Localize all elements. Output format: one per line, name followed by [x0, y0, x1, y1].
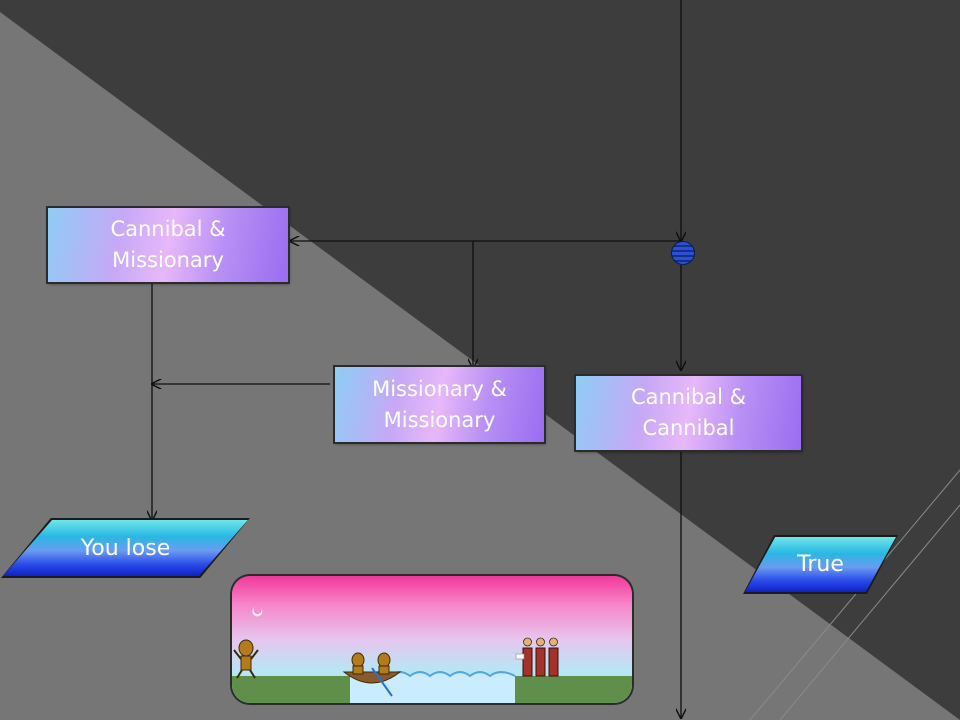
decision-connector-icon[interactable]	[671, 241, 695, 265]
missionary-figures-icon	[515, 637, 559, 677]
cannibal-figure-icon	[233, 639, 259, 679]
node-missionary-missionary-line1: Missionary &	[372, 376, 507, 401]
node-cannibal-missionary[interactable]: Cannibal & Missionary	[48, 208, 288, 282]
river-crossing-scene-icon	[232, 576, 632, 703]
node-missionary-missionary-line2: Missionary	[383, 407, 496, 432]
node-cannibal-missionary-line2: Missionary	[112, 248, 224, 272]
node-cannibal-cannibal[interactable]: Cannibal & Cannibal	[576, 376, 801, 450]
boat-icon	[342, 652, 402, 697]
node-true[interactable]: True	[743, 535, 898, 594]
node-cannibal-missionary-line1: Cannibal &	[110, 217, 226, 241]
node-true-label: True	[797, 552, 844, 577]
node-cannibal-cannibal-line2: Cannibal	[642, 416, 735, 440]
node-you-lose[interactable]: You lose	[1, 518, 250, 578]
node-you-lose-label: You lose	[80, 535, 171, 561]
node-missionary-missionary[interactable]: Missionary & Missionary	[335, 367, 544, 442]
node-cannibal-cannibal-line1: Cannibal &	[630, 385, 747, 409]
